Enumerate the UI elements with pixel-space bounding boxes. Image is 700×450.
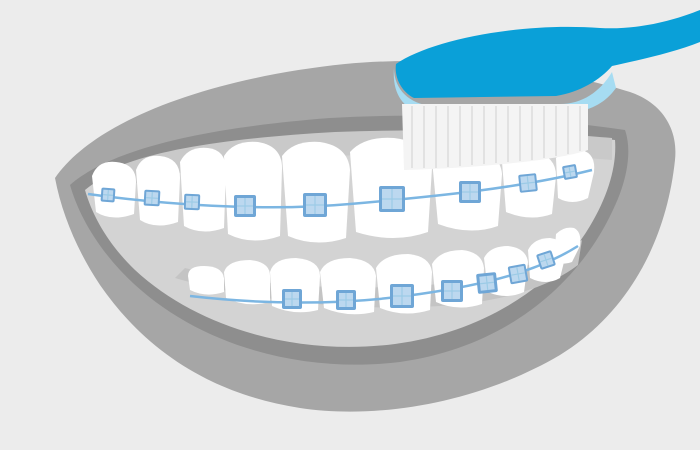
upper-tooth-4: [224, 141, 282, 241]
bracket: [336, 290, 356, 310]
bracket: [100, 187, 116, 203]
lower-tooth-1: [188, 266, 224, 295]
bracket: [282, 289, 302, 309]
bracket: [303, 193, 327, 217]
toothbrush-icon: [393, 10, 700, 170]
bracket: [379, 186, 405, 212]
bracket: [518, 173, 538, 193]
upper-tooth-5: [282, 141, 350, 243]
bracket: [507, 263, 529, 285]
upper-brackets: [100, 164, 578, 217]
lower-brackets: [282, 250, 556, 310]
bracket: [562, 164, 578, 180]
bracket: [476, 272, 498, 294]
bracket: [459, 181, 481, 203]
bracket: [536, 250, 556, 270]
toothbrush-bristle-lines: [411, 106, 581, 168]
toothbrush-handle: [395, 10, 700, 98]
bracket: [390, 284, 414, 308]
bracket: [234, 195, 256, 217]
upper-tooth-3: [180, 147, 226, 232]
bracket: [183, 193, 201, 211]
lower-tooth-2: [224, 260, 270, 305]
bracket: [441, 280, 463, 302]
bracket: [143, 189, 161, 207]
